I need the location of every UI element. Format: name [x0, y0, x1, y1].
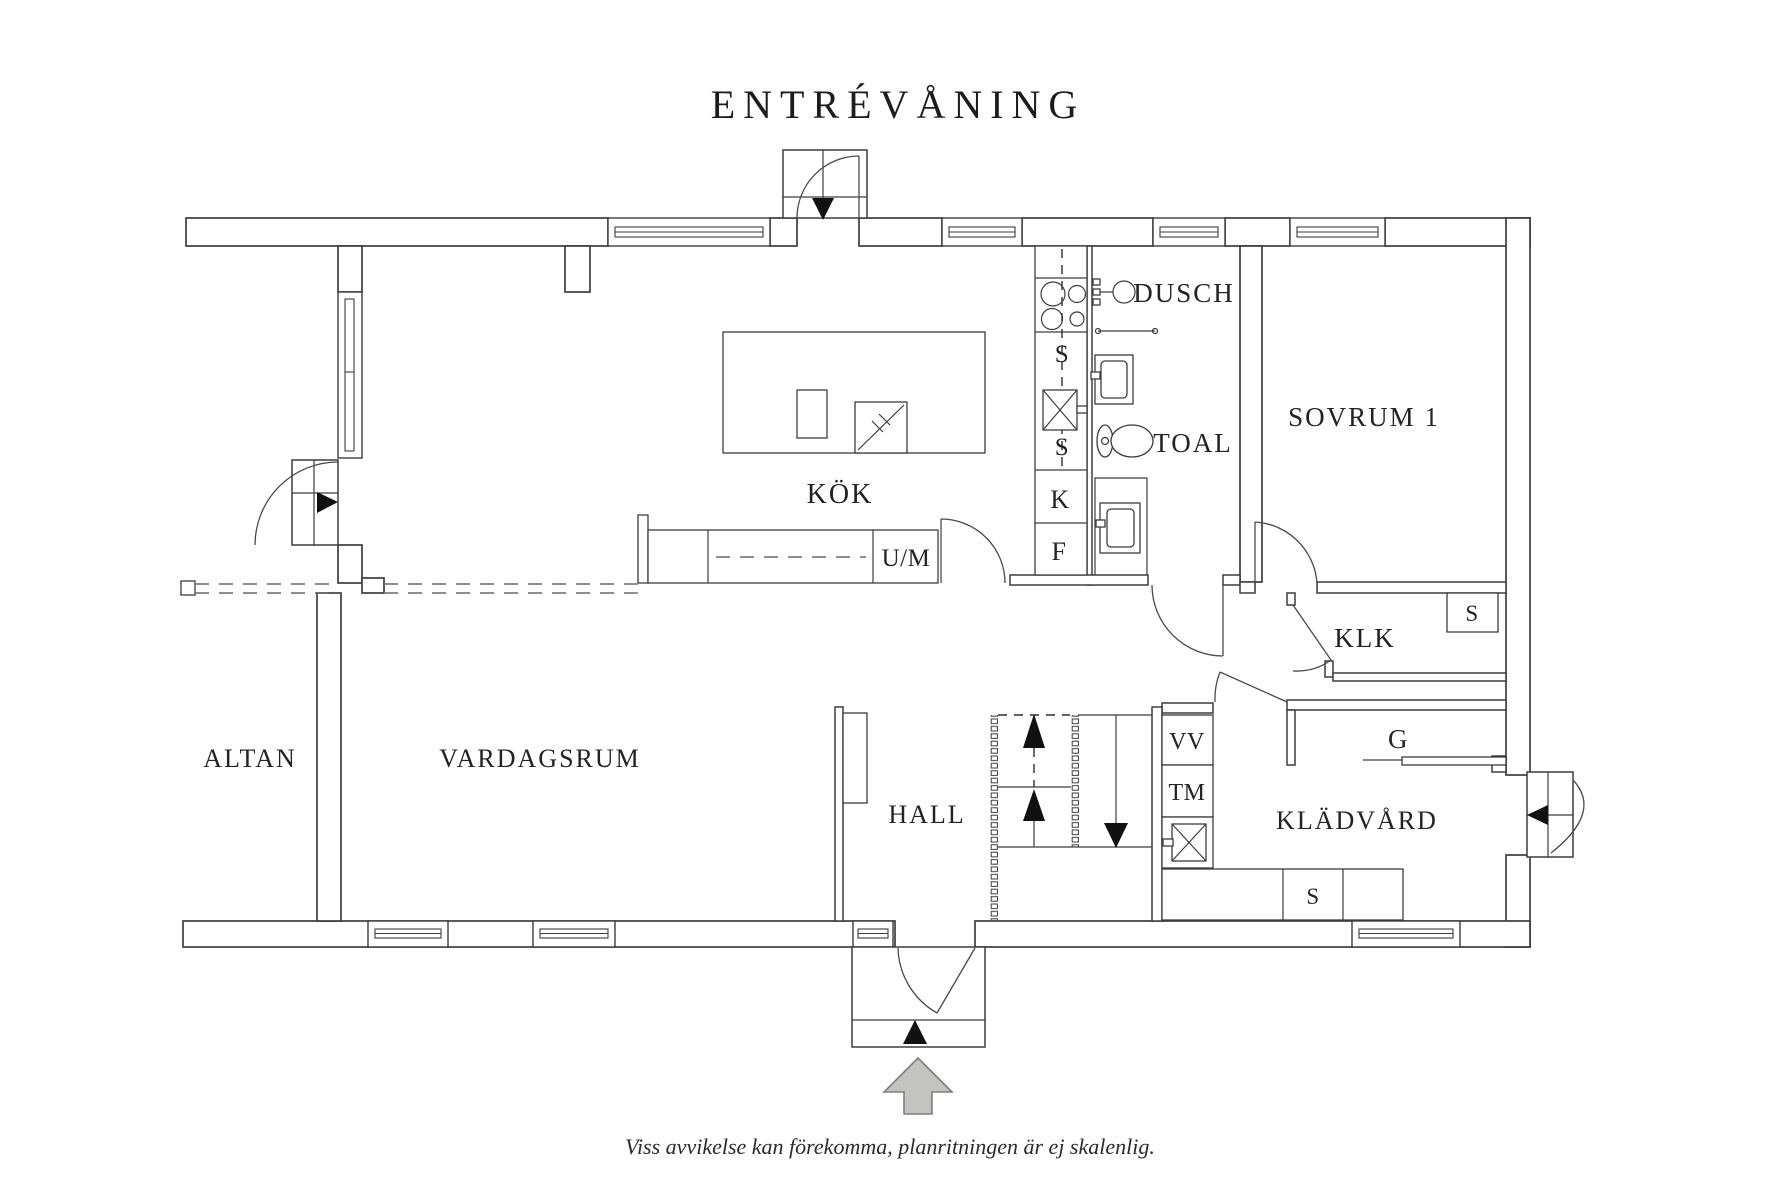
door-sovrum1 — [1254, 521, 1318, 594]
stair-railing-left — [989, 715, 998, 920]
entry-door-top — [782, 149, 868, 220]
door-kladvard-east — [1526, 771, 1585, 858]
window-vardagsrum-south-2 — [532, 920, 616, 948]
staircase — [989, 714, 1152, 920]
laundry-sink-icon — [1161, 816, 1214, 869]
room-label-hall: HALL — [888, 800, 965, 829]
toal-alcove-wall — [1094, 477, 1148, 575]
windows — [337, 217, 1461, 948]
doors — [254, 149, 1585, 1048]
shower-icon — [1092, 278, 1136, 306]
room-label-toal: TOAL — [1153, 428, 1233, 458]
label-um: U/M — [882, 545, 931, 572]
kitchen-counter — [637, 514, 939, 584]
kitchen-fixtures — [637, 245, 1088, 584]
window-kladvard-south — [1351, 920, 1461, 948]
room-label-altan: ALTAN — [203, 744, 297, 773]
beam-marker — [180, 580, 196, 596]
kladvard-counter — [1161, 868, 1404, 921]
bathroom-sink-icon — [1090, 354, 1134, 405]
door-altan-west — [254, 459, 339, 546]
stove-icon — [1040, 281, 1087, 331]
label-k: K — [1050, 485, 1069, 514]
door-bathroom — [1151, 584, 1224, 657]
room-label-vardagsrum: VARDAGSRUM — [439, 744, 641, 773]
disclaimer-text: Viss avvikelse kan förekomma, planritnin… — [625, 1134, 1155, 1159]
toilet-icon — [1096, 424, 1154, 458]
entry-direction-arrow-icon — [1527, 805, 1548, 825]
page-title: ENTRÉVÅNING — [711, 82, 1086, 127]
room-label-dusch: DUSCH — [1133, 278, 1235, 308]
stairs-down-arrow-icon — [1104, 823, 1128, 848]
annotations — [180, 580, 954, 1115]
room-label-kok: KÖK — [807, 479, 874, 510]
water-heater-box — [1161, 714, 1214, 766]
entry-direction-arrow-icon — [812, 198, 834, 220]
room-label-klk: KLK — [1334, 623, 1396, 653]
window-kok — [941, 217, 1023, 247]
hob-icon — [854, 401, 908, 454]
window-sovrum — [1289, 217, 1386, 247]
window-vardagsrum-south-1 — [367, 920, 449, 948]
label-s-kitchen-upper: S — [1055, 341, 1069, 368]
entry-direction-arrow-icon — [317, 492, 338, 513]
door-kok — [940, 518, 1006, 584]
window-hall-south — [852, 920, 894, 948]
kitchen-sink-icon — [1042, 389, 1088, 431]
entry-door-hall — [851, 946, 986, 1048]
kitchen-cabinet-column — [1034, 245, 1088, 576]
door-klk — [1292, 604, 1332, 672]
entry-direction-arrow-icon — [903, 1020, 927, 1044]
toal-sink-icon — [1095, 502, 1141, 554]
main-entry-arrow-icon — [882, 1056, 954, 1115]
washing-machine-box — [1161, 764, 1214, 818]
room-label-kladvard: KLÄDVÅRD — [1276, 806, 1438, 835]
label-s-kitchen-lower: S — [1055, 434, 1069, 461]
stair-railing-mid — [1071, 715, 1079, 847]
label-f: F — [1052, 537, 1067, 566]
label-vv: VV — [1169, 729, 1205, 755]
label-s-klk: S — [1465, 601, 1478, 626]
bathroom-fixtures — [1090, 278, 1159, 554]
hall-cabinet — [842, 712, 868, 804]
window-altan-west — [337, 291, 363, 459]
kladvard-fixtures — [842, 592, 1507, 921]
room-label-sovrum1: SOVRUM 1 — [1288, 402, 1440, 432]
towel-rail-icon — [1094, 327, 1159, 335]
label-g: G — [1388, 724, 1408, 754]
interior-walls — [564, 245, 1507, 922]
kitchen-island — [722, 331, 986, 454]
label-tm: TM — [1169, 780, 1206, 806]
stairs-up-arrow-icon — [1023, 714, 1045, 748]
wardrobe-g-doors — [1363, 756, 1507, 766]
klk-shelf-box — [1446, 592, 1499, 633]
door-kladvard-inner — [1214, 671, 1288, 703]
stairs-up-arrow-icon — [1023, 789, 1045, 821]
window-vardagsrum-top — [607, 217, 771, 247]
window-dusch — [1152, 217, 1226, 247]
label-s-kladvard: S — [1306, 884, 1319, 909]
